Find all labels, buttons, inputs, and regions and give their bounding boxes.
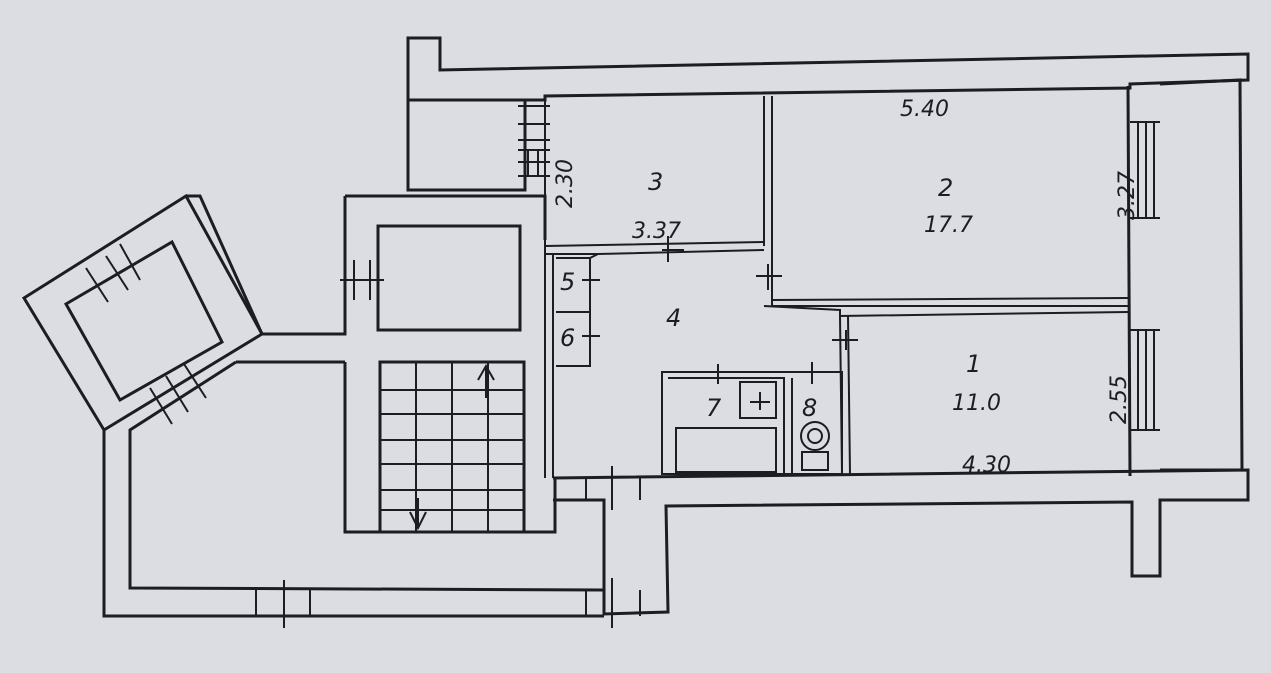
toilet-bowl bbox=[800, 421, 830, 451]
wall-apartment-left bbox=[544, 96, 554, 478]
room-1-width-dim: 4.30 bbox=[962, 453, 1011, 478]
inner-wall-right bbox=[1126, 85, 1132, 477]
wall-2-1-step bbox=[763, 305, 1129, 318]
shaft-inner bbox=[63, 239, 224, 403]
room-2-area: 17.7 bbox=[924, 213, 973, 238]
room-3-width-dim: 3.37 bbox=[632, 219, 681, 244]
window-stairwell bbox=[340, 260, 384, 300]
bathtub bbox=[675, 427, 777, 473]
door-room3 bbox=[662, 236, 684, 262]
room-1-number: 1 bbox=[966, 350, 981, 378]
washbasin bbox=[739, 381, 777, 419]
shaft-door-top bbox=[85, 243, 141, 303]
hall-wall-top bbox=[406, 100, 527, 192]
door-entrance bbox=[585, 466, 641, 510]
closets-5-6 bbox=[556, 253, 599, 367]
washbasin-tap bbox=[750, 392, 770, 410]
window-room3 bbox=[518, 105, 550, 177]
chute-block bbox=[376, 224, 522, 332]
door-closet5 bbox=[582, 270, 600, 292]
window-hall-bottom bbox=[255, 580, 311, 628]
room-2-number: 2 bbox=[938, 174, 953, 202]
room-5-number: 5 bbox=[560, 268, 575, 296]
door-hall-bottom bbox=[585, 578, 641, 628]
left-hall-walls bbox=[102, 360, 605, 618]
outer-wall-right bbox=[1159, 78, 1244, 472]
room-3-depth-dim: 2.30 bbox=[553, 159, 578, 208]
room-1-depth-dim: 2.55 bbox=[1107, 375, 1132, 424]
shaft-outer bbox=[21, 193, 265, 433]
wall-2-1 bbox=[771, 297, 1129, 307]
hall-wall-mid bbox=[345, 194, 547, 240]
door-closet6 bbox=[582, 326, 600, 348]
bottom-wall bbox=[552, 468, 1250, 616]
doors bbox=[85, 236, 858, 628]
door-room1 bbox=[832, 330, 858, 350]
room-3-number: 3 bbox=[648, 168, 663, 196]
window-room2 bbox=[1130, 121, 1160, 219]
toilet-seat bbox=[807, 428, 823, 444]
toilet-tank bbox=[801, 451, 829, 471]
arrow-up-icon bbox=[477, 363, 495, 398]
room-2-width-dim: 5.40 bbox=[900, 97, 949, 122]
outer-wall-top bbox=[406, 36, 1250, 102]
window-room1 bbox=[1130, 329, 1160, 431]
door-bath bbox=[708, 364, 730, 384]
stair-divider bbox=[415, 362, 489, 532]
room-8-number: 8 bbox=[802, 394, 817, 422]
corridor-walls bbox=[186, 194, 557, 534]
room-7-number: 7 bbox=[706, 394, 722, 422]
walls bbox=[21, 36, 1250, 618]
door-toilet bbox=[804, 362, 822, 384]
labels: 3 2 17.7 4 5 6 7 8 1 11.0 5.40 3.37 4.30… bbox=[553, 97, 1140, 478]
room-4-number: 4 bbox=[666, 304, 681, 332]
door-room2 bbox=[756, 264, 782, 290]
room-1-area: 11.0 bbox=[952, 391, 1001, 416]
stair-treads bbox=[380, 389, 524, 511]
bath-block bbox=[661, 371, 843, 475]
wall-3-2 bbox=[763, 96, 773, 306]
shaft-door-bottom bbox=[149, 363, 207, 425]
room-2-depth-dim: 3.27 bbox=[1115, 171, 1140, 220]
partitions bbox=[544, 96, 1129, 478]
stairs bbox=[380, 362, 524, 532]
windows bbox=[255, 105, 1160, 628]
arrow-down-icon bbox=[409, 498, 427, 531]
bath-inner bbox=[668, 377, 793, 474]
room-6-number: 6 bbox=[560, 324, 575, 352]
